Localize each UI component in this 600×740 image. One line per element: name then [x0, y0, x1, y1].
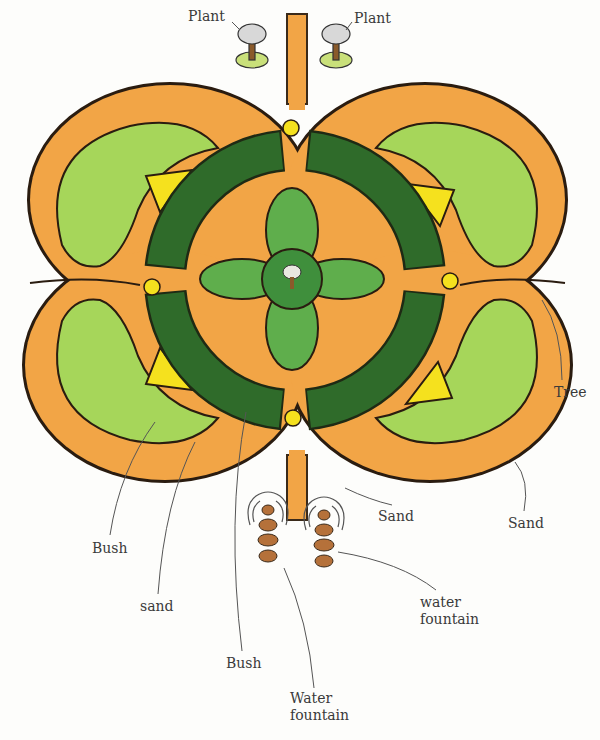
garden-label: sand [140, 598, 174, 615]
garden-label: Water fountain [290, 690, 366, 724]
garden-label: Bush [92, 540, 128, 557]
garden-label: water fountain [420, 594, 496, 628]
garden-label: Plant [354, 10, 391, 27]
garden-label: Bush [226, 655, 262, 672]
garden-label: Sand [508, 515, 544, 532]
garden-label: Sand [378, 508, 414, 525]
garden-label: Plant [188, 8, 225, 25]
garden-label: Tree [554, 384, 587, 401]
